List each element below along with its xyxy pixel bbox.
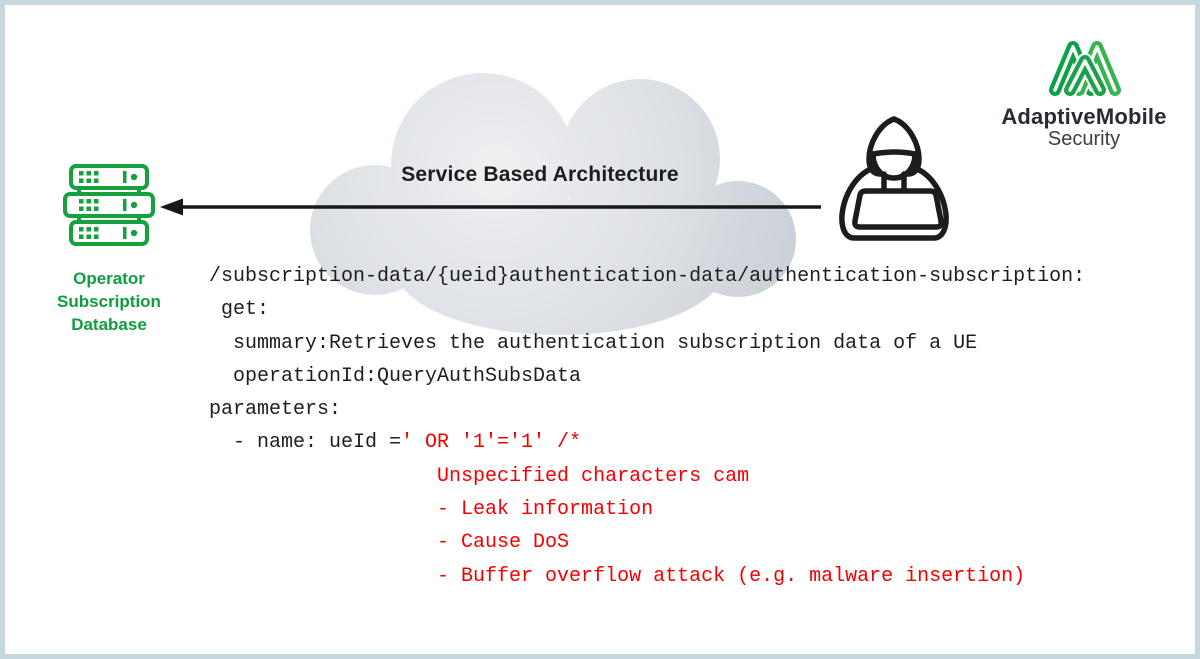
adaptivemobile-logo-icon (1049, 39, 1123, 97)
logo-brand-subtitle: Security (1047, 128, 1121, 150)
cloud-title: Service Based Architecture (401, 163, 679, 186)
code-line: - Leak information (209, 498, 654, 522)
database-label-line: Subscription (57, 292, 161, 311)
attack-arrow-icon (160, 198, 821, 216)
code-line: - Buffer overflow attack (e.g. malware i… (209, 564, 1026, 588)
database-label: Operator Subscription Database (34, 267, 184, 336)
code-block: /subscription-data/{ueid}authentication-… (209, 260, 1085, 593)
logo-wordmark: AdaptiveMobile Security (999, 105, 1169, 151)
server-stack-icon (63, 164, 155, 246)
code-line: - Cause DoS (209, 531, 570, 555)
code-line: summary:Retrieves the authentication sub… (209, 331, 978, 355)
code-line: operationId:QueryAuthSubsData (209, 364, 582, 388)
code-line: get: (209, 298, 270, 322)
database-label-line: Operator (73, 269, 145, 288)
code-line: /subscription-data/{ueid}authentication-… (209, 265, 1086, 288)
code-line: parameters: (209, 398, 342, 422)
code-line: Unspecified characters cam (209, 464, 750, 488)
hacker-laptop-icon (839, 116, 949, 241)
code-line: - name: ueId =' OR '1'='1' /* (209, 431, 582, 455)
database-label-line: Database (71, 315, 147, 334)
cloud-icon (310, 73, 796, 335)
logo-brand-name: AdaptiveMobile (1001, 104, 1167, 129)
